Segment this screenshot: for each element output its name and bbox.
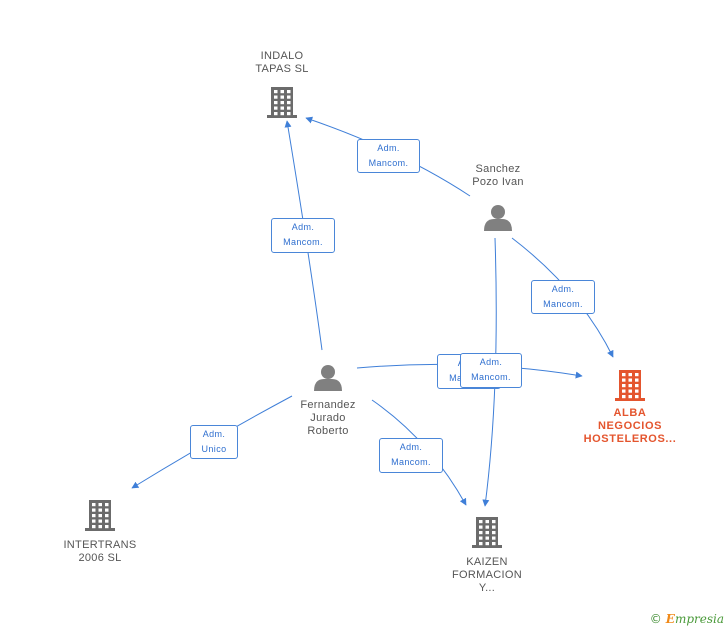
edge-label-line: Mancom. xyxy=(471,372,511,382)
edge-label-fernandez-kaizen[interactable]: Adm. Mancom. xyxy=(379,438,443,473)
edge-label-line: Mancom. xyxy=(283,237,323,247)
node-label-line: Jurado xyxy=(310,412,346,424)
brand-footer: ©Empresia xyxy=(650,612,724,626)
brand-initial: E xyxy=(665,612,675,626)
edge-label-sanchez-indalo[interactable]: Adm. Mancom. xyxy=(357,139,420,173)
edge-label-line: Adm. xyxy=(377,143,400,153)
person-icon-fernandez[interactable] xyxy=(314,365,342,391)
node-label-line: HOSTELEROS... xyxy=(583,433,677,445)
node-label-line: Pozo Ivan xyxy=(472,176,524,188)
node-label-line: KAIZEN xyxy=(466,556,508,568)
edge-label-line: Mancom. xyxy=(391,457,431,467)
node-label-line: Fernandez xyxy=(300,399,356,411)
building-icon-intertrans[interactable] xyxy=(85,500,115,531)
edge-label-line: Adm. xyxy=(202,429,226,439)
node-label-line: ALBA xyxy=(613,407,647,419)
node-label-line: Y... xyxy=(478,582,496,594)
building-icon-kaizen[interactable] xyxy=(472,517,502,548)
person-icon-sanchez[interactable] xyxy=(484,205,512,231)
edge-label-line: Adm. xyxy=(291,222,315,232)
copyright-symbol: © xyxy=(649,612,662,626)
node-label-line: Sanchez xyxy=(475,163,521,175)
node-label-line: 2006 SL xyxy=(78,552,122,564)
edge-label-line: Adm. xyxy=(399,442,423,452)
node-label-line: INTERTRANS xyxy=(63,539,137,551)
edge-label-sanchez-alba[interactable]: Adm. Mancom. xyxy=(531,280,595,314)
node-label-line: FORMACION xyxy=(452,569,522,581)
node-label-line: NEGOCIOS xyxy=(597,420,663,432)
edge-label-sanchez-kaizen[interactable]: Adm. Mancom. xyxy=(460,353,522,388)
edge-label-line: Adm. xyxy=(551,284,575,294)
node-label-line: TAPAS SL xyxy=(255,63,309,75)
edge-label-line: Mancom. xyxy=(368,158,409,168)
edge-label-line: Mancom. xyxy=(543,299,583,309)
brand-name: mpresia xyxy=(674,612,724,626)
building-icon-alba[interactable] xyxy=(615,370,645,401)
edge-label-fernandez-indalo[interactable]: Adm. Mancom. xyxy=(271,218,335,253)
edge-label-line: Adm. xyxy=(479,357,503,367)
node-label-line: INDALO xyxy=(260,50,304,62)
node-label-line: Roberto xyxy=(307,425,349,437)
edge-label-line: Unico xyxy=(201,444,227,454)
edge-label-fernandez-intertrans[interactable]: Adm. Unico xyxy=(190,425,238,459)
building-icon-indalo[interactable] xyxy=(267,87,297,118)
